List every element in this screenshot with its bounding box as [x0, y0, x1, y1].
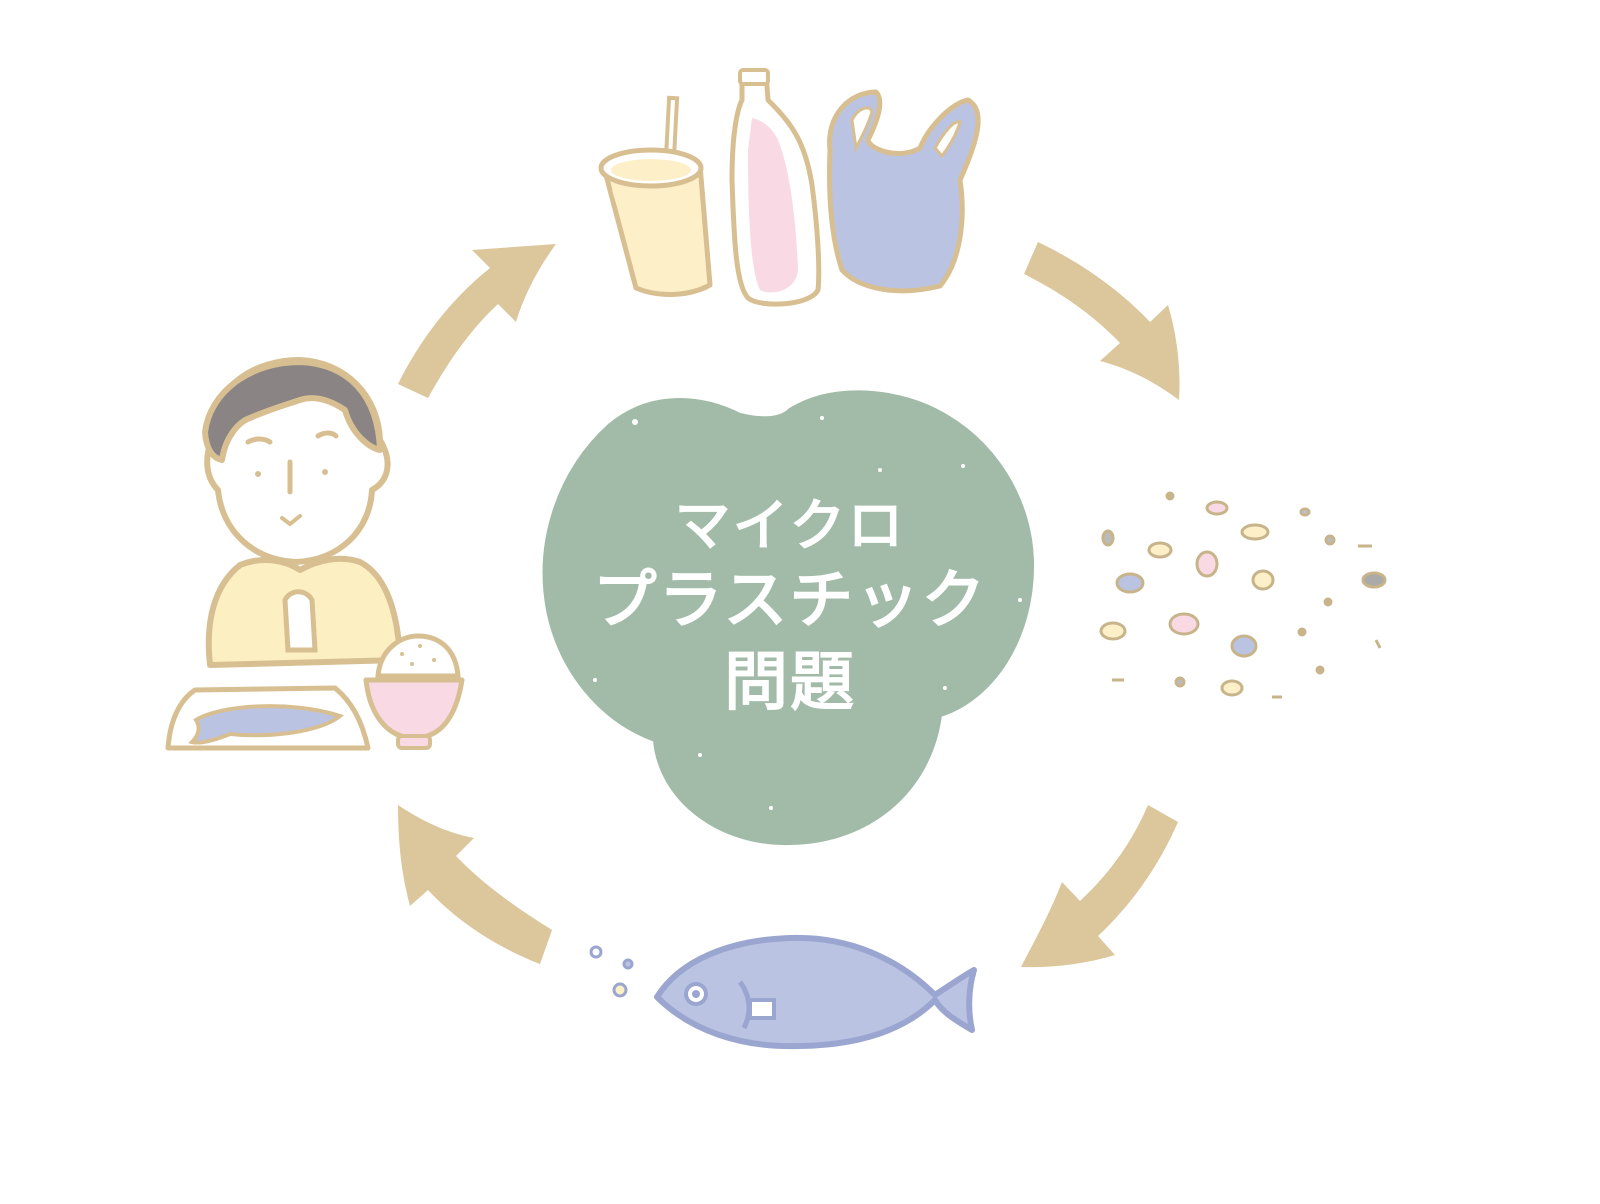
fish-icon [654, 934, 977, 1050]
plastic-products [598, 68, 981, 307]
drink-cup-icon [598, 95, 713, 297]
center-blob [542, 390, 1035, 846]
center-title: マイクロ プラスチック 問題 [560, 492, 1020, 724]
fish-dish-icon [165, 685, 371, 751]
fragments-icon [1099, 491, 1387, 699]
title-line-3: 問題 [724, 645, 856, 720]
hair [202, 359, 383, 463]
plastic-bag-icon [827, 89, 981, 294]
title-line-2: プラスチック [592, 563, 988, 638]
arrow-top-left [398, 244, 556, 398]
arrow-top-right [1024, 242, 1180, 400]
arrow-bottom-left [398, 805, 552, 964]
arrow-bottom-right [1021, 805, 1178, 968]
rice-bowl-icon [363, 633, 465, 750]
person-eating [165, 357, 465, 751]
title-line-1: マイクロ [674, 493, 906, 559]
arrows [398, 242, 1180, 968]
fish-bubbles [589, 945, 634, 998]
plastic-bottle-icon [729, 68, 822, 307]
